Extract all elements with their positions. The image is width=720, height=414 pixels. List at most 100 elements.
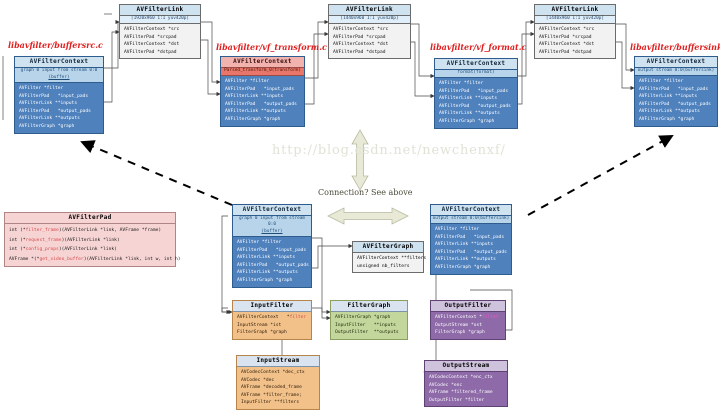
row: AVFilter *filter	[237, 240, 282, 245]
row: InputStream *ist	[237, 322, 282, 328]
row: InputFilter **filters	[241, 400, 300, 406]
box-title: AVFilterPad	[5, 213, 175, 224]
box-subtitle: [1920x960 1:1 yuv420p]	[120, 16, 200, 24]
box-subtitle: [1440x960 1:1 yuv420p]	[329, 16, 410, 24]
row: int (*request_frame)(AVFilterLink *link)	[9, 236, 172, 246]
box-title: AVFilterContext	[221, 57, 304, 68]
box-avfiltercontext-buffersrc[interactable]: AVFilterContext graph 0 input from strea…	[14, 56, 104, 134]
row: AVFrame *(*get_video_buffer)(AVFilterLin…	[9, 255, 181, 265]
row: OutputFilter *filter	[429, 397, 485, 403]
box-outputstream[interactable]: OutputStream AVCodecContext *enc_ctx AVC…	[424, 360, 508, 408]
box-inputstream[interactable]: InputStream AVCodecContext *dec_ctx AVCo…	[236, 355, 320, 410]
row: AVFilterPad *dstpad	[333, 49, 386, 55]
box-avfilterpad[interactable]: AVFilterPad int (*filter_frame)(AVFilter…	[4, 212, 181, 267]
row: OutputStream *ost	[435, 322, 483, 328]
box-rows: AVFilter *filter AVFilterPad *input_pads…	[635, 76, 717, 126]
row: AVFilterPad *output_pads	[225, 101, 297, 107]
row-pre: int (*	[9, 247, 26, 252]
box-title: AVFilterContext	[431, 205, 511, 216]
box-subtitle: output stream 0:0(buffersink)	[431, 216, 511, 224]
row-post: )(AVFilterLink *link, int w, int h)	[83, 256, 181, 262]
row: AVFilterContext *dst	[333, 42, 389, 48]
row: int (*filter_frame)(AVFilterLink *link, …	[9, 226, 172, 236]
row: AVCodecContext *dec_ctx	[241, 370, 305, 375]
box-title: OutputStream	[425, 361, 507, 372]
row-post: )(AVFilterLink *link, AVFrame *frame)	[58, 228, 162, 233]
row: AVFilterLink **inputs	[237, 255, 296, 261]
box-rows: int (*filter_frame)(AVFilterLink *link, …	[5, 224, 181, 266]
row: AVFilterLink **inputs	[19, 101, 78, 107]
box-outputfilter[interactable]: OutputFilter AVFilterContext *filter Out…	[430, 300, 506, 340]
row-pre: AVFrame *(*	[9, 256, 40, 262]
box-rows: AVCodecContext *enc_ctx AVCodec *enc AVF…	[425, 372, 507, 406]
box-avfiltergraph[interactable]: AVFilterGraph AVFilterContext **filters …	[352, 241, 427, 274]
box-title: AVFilterContext	[15, 57, 103, 68]
row: AVFilterPad *dstpad	[539, 49, 592, 55]
row: AVFilter *filter	[639, 79, 684, 84]
box-filtergraph[interactable]: FilterGraph AVFilterGraph *graph InputFi…	[330, 300, 408, 340]
row: AVFilterGraph *graph	[439, 118, 495, 124]
row: AVFilterContext *dst	[124, 42, 180, 48]
row: AVFilterLink **outputs	[439, 111, 500, 117]
row: OutputFilter **outputs	[335, 330, 399, 336]
box-avfiltercontext-transform[interactable]: AVFilterContext Parsed_transform_0(trans…	[220, 56, 305, 127]
box-avfiltercontext-format[interactable]: AVFilterContext format(format) AVFilter …	[434, 58, 518, 129]
row: AVFilterPad *output_pads	[439, 103, 511, 109]
dashed-arrow-left	[80, 140, 233, 206]
box-avfilterlink-left[interactable]: AVFilterLink [1920x960 1:1 yuv420p] AVFi…	[119, 4, 201, 60]
box-rows: AVFilter *filter AVFilterPad *input_pads…	[435, 78, 517, 128]
row-highlight: request_frame	[25, 237, 62, 243]
row: AVFrame *filtered_frame	[429, 390, 493, 396]
box-avfiltercontext-bottom-sink[interactable]: AVFilterContext output stream 0:0(buffer…	[430, 204, 512, 275]
row: AVFilterLink **inputs	[435, 242, 494, 248]
box-avfilterlink-mid[interactable]: AVFilterLink [1440x960 1:1 yuv420p] AVFi…	[328, 4, 411, 60]
row-pre: int (*	[9, 237, 26, 243]
row-highlight: filter	[289, 315, 307, 320]
file-label-vf-format: libavfilter/vf_format.c	[430, 42, 527, 52]
box-rows: AVFilterContext *filter OutputStream *os…	[431, 312, 505, 339]
row-pre: int (*	[9, 228, 26, 233]
row: AVFilter *filter	[439, 81, 484, 86]
row: FilterGraph *graph	[237, 330, 287, 336]
box-title: AVFilterContext	[635, 57, 717, 68]
row: AVFilterGraph *graph	[639, 116, 695, 122]
row-pre: AVFilterContext *	[237, 315, 290, 320]
row: AVFilter *filter	[435, 227, 480, 232]
row: AVFilter *filter	[225, 79, 270, 84]
box-title: FilterGraph	[331, 301, 407, 312]
row: AVFilterLink **outputs	[225, 109, 286, 115]
row: AVCodec *dec	[241, 377, 275, 383]
row-highlight: filter	[482, 315, 499, 320]
row: AVFilterPad *dstpad	[124, 49, 177, 55]
row: AVFilterLink **outputs	[19, 116, 80, 122]
box-avfilterlink-right[interactable]: AVFilterLink [1440x960 1:1 yuv420p] AVFi…	[534, 4, 616, 60]
box-avfiltercontext-buffersink[interactable]: AVFilterContext output stream 0:0(buffer…	[634, 56, 718, 127]
file-label-vf-transform: libavfilter/vf_transform.c	[216, 42, 327, 52]
row: AVFilterLink **inputs	[225, 94, 284, 100]
row-pre: AVFilterContext *	[435, 315, 483, 320]
row: AVFilterContext *filter	[237, 314, 308, 322]
row: AVFilterGraph *graph	[237, 277, 293, 283]
row-highlight: get_video_buffer	[39, 256, 84, 262]
box-rows: AVFilterContext *src AVFilterPad *srcpad…	[329, 24, 410, 58]
box-rows: AVFilter *filter AVFilterPad *input_pads…	[431, 224, 511, 274]
row: AVFilterPad *input_pads	[439, 88, 509, 94]
horizontal-double-arrow	[327, 207, 409, 225]
row: AVFilterLink **inputs	[439, 96, 498, 102]
row: AVFilterLink **outputs	[435, 257, 496, 263]
box-avfiltercontext-bottom-src[interactable]: AVFilterContext graph 0 input from strea…	[232, 204, 312, 288]
box-subtitle: Parsed_transform_0(transform)	[221, 68, 304, 76]
row: AVCodec *enc	[429, 382, 463, 388]
box-inputfilter[interactable]: InputFilter AVFilterContext *filter Inpu…	[232, 300, 312, 340]
row: AVFilterPad *srcpad	[539, 34, 592, 40]
row: AVFilterContext **filters	[357, 256, 427, 261]
row: AVFilterPad *output_pads	[237, 262, 309, 268]
row: FilterGraph *graph	[435, 330, 485, 336]
dashed-arrow-right	[527, 135, 674, 216]
row: AVFilterGraph *graph	[225, 116, 281, 122]
box-subtitle-2: (buffer)	[15, 75, 103, 83]
box-title: AVFilterContext	[435, 59, 517, 70]
row-post: )(AVFilterLink *link)	[58, 247, 117, 252]
row: AVFilterContext *src	[539, 27, 595, 32]
